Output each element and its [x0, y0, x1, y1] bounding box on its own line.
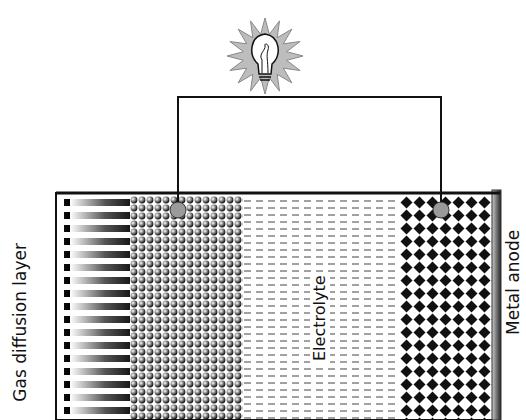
anode-layer	[400, 196, 492, 420]
gas-diffusion-layer	[64, 196, 130, 420]
layer-label: Metal anode	[504, 229, 523, 334]
cell-housing	[56, 193, 500, 420]
light-bulb	[227, 18, 303, 94]
terminal	[170, 202, 186, 218]
cathode-catalyst	[130, 196, 243, 420]
terminal	[433, 202, 449, 218]
external-wire	[178, 97, 441, 204]
top-border	[56, 192, 500, 195]
metal-anode-plate	[492, 190, 501, 420]
electrolyte-band: Electrolyte	[310, 272, 330, 364]
region-label: Electrolyte	[310, 272, 330, 364]
layer-label: Gas diffusion layer	[10, 243, 29, 402]
electrolyte-region	[243, 196, 400, 420]
